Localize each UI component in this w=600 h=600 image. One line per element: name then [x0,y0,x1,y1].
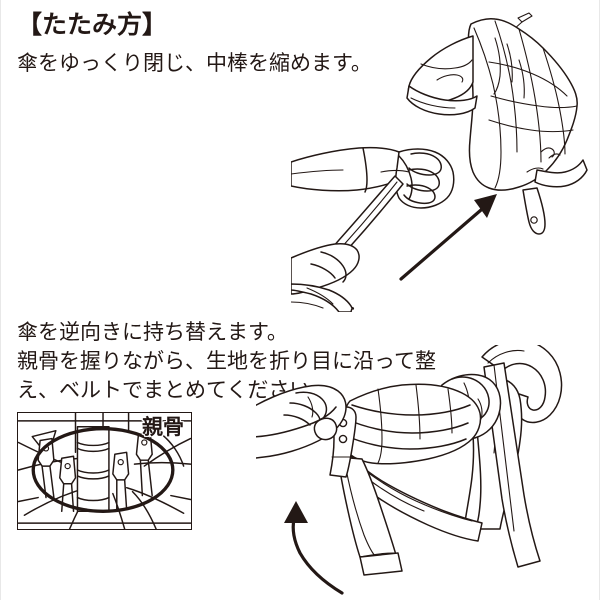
lower-hand [291,243,360,312]
rib-detail-label: 親骨 [142,416,184,439]
hook-handle [481,345,563,424]
highlight-ellipse [31,427,175,513]
step-2-instruction: 傘を逆向きに持ち替えます。 親骨を握りながら、生地を折り目に沿って整 え、ベルト… [17,318,436,405]
page-title: 【たたみ方】 [17,11,168,39]
rib-detail-inset: 親骨 [17,412,192,530]
right-hand [434,373,502,441]
umbrella-belt [522,159,588,235]
right-forearm [463,377,523,530]
step-1-instruction-line-1: 傘をゆっくり閉じ、中棒を縮めます。 [17,52,372,75]
umbrella-belt-2 [329,406,357,478]
push-up-arrow [399,194,497,281]
umbrella-canopy [406,12,578,191]
step-2-instruction-line-1: 傘を逆向きに持ち替えます。 [17,321,288,344]
rib-detail-drawing [18,413,191,529]
umbrella-runner [76,426,110,513]
step-1-instruction: 傘をゆっくり閉じ、中棒を縮めます。 [17,49,372,78]
step-2-instruction-line-3: え、ベルトでまとめてください。 [17,379,332,402]
umbrella-fabric [337,383,483,576]
umbrella-shaft [310,175,404,281]
step-2-instruction-line-2: 親骨を握りながら、生地を折り目に沿って整 [17,350,436,373]
upper-hand [291,146,455,209]
umbrella-ribs [37,431,153,513]
umbrella-shaft-2 [483,362,541,568]
rotate-arrow [284,501,344,595]
